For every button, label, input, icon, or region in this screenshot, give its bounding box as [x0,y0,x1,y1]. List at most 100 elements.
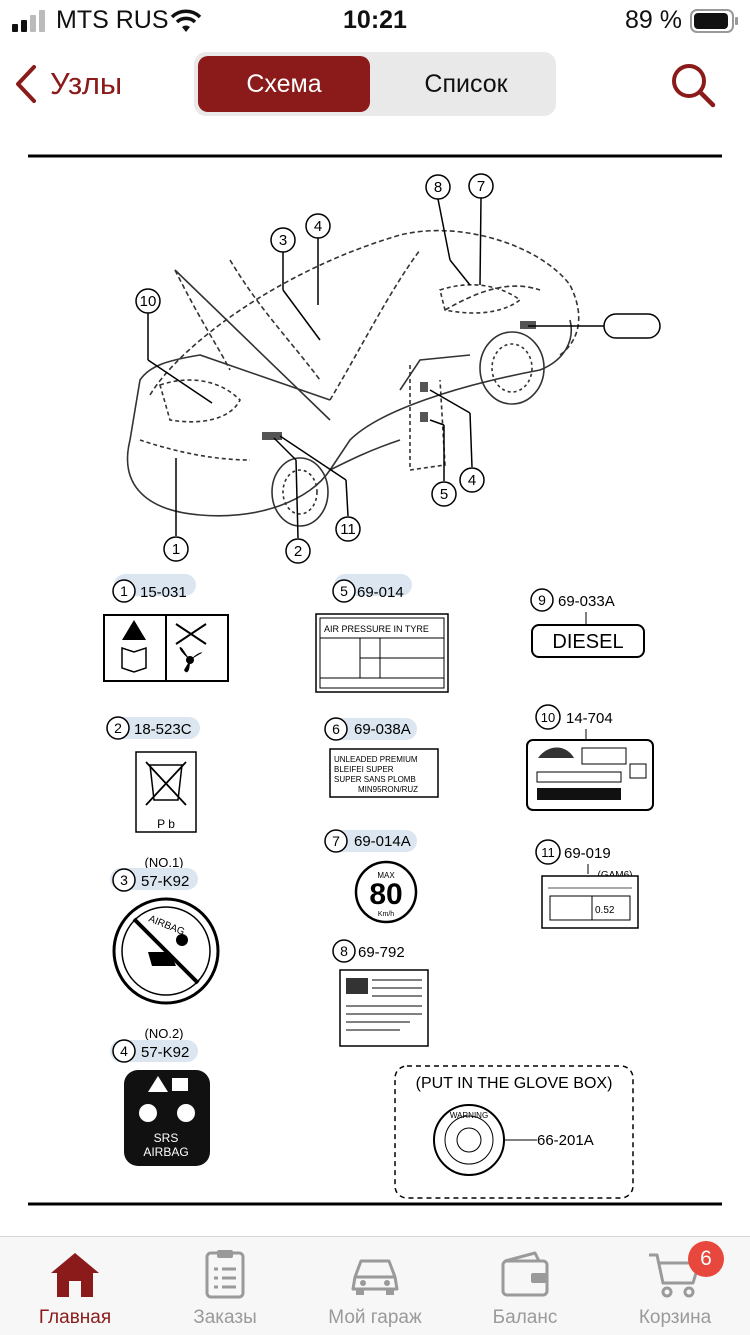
tab-home-label: Главная [38,1307,112,1328]
svg-text:3: 3 [279,232,287,249]
battery-icon [690,9,738,33]
svg-text:57-K92: 57-K92 [141,873,189,890]
tab-orders-label: Заказы [193,1307,257,1328]
svg-text:8: 8 [434,179,442,196]
callout-10: 10 [135,288,161,314]
svg-text:8: 8 [340,943,348,959]
svg-text:1: 1 [120,583,128,599]
clock: 10:21 [343,6,407,34]
svg-text:10: 10 [140,293,157,310]
svg-text:1: 1 [172,541,180,558]
svg-text:69-792: 69-792 [358,944,405,961]
svg-text:WARNING: WARNING [450,1111,488,1120]
callout-4-door: 4 [459,467,485,493]
segment-list[interactable]: Список [424,69,508,98]
tab-balance[interactable]: Баланс [450,1237,600,1335]
label-7[interactable]: 7 69-014A MAX 80 Km/h [324,829,418,924]
svg-text:4: 4 [314,218,322,235]
tab-bar: Главная Заказы Мой гараж [0,1236,750,1335]
callout-8: 8 [425,174,451,200]
callout-3: 3 [270,227,296,253]
navigation-bar: Узлы Схема Список [0,50,750,118]
label-5[interactable]: 5 69-014 AIR PRESSURE IN TYRE [315,574,449,693]
svg-text:11: 11 [541,845,555,860]
svg-text:69-033A: 69-033A [558,593,615,610]
label-2[interactable]: 2 18-523C P b [106,716,200,833]
svg-text:7: 7 [332,833,340,849]
label-1[interactable]: 1 15-031 [103,574,229,682]
callout-7: 7 [468,173,494,199]
callout-2: 2 [285,538,311,564]
back-button[interactable]: Узлы [14,62,122,106]
svg-text:(PUT IN THE GLOVE BOX): (PUT IN THE GLOVE BOX) [416,1075,613,1092]
svg-text:0.52: 0.52 [595,905,615,916]
callout-leaders [147,197,604,539]
tab-garage[interactable]: Мой гараж [300,1237,450,1335]
cart-count-badge: 6 [688,1241,724,1277]
svg-text:10: 10 [541,710,555,725]
svg-text:AIRBAG: AIRBAG [143,1145,188,1159]
labels-scheme: 10 3 4 8 7 4 5 1 2 11 1 15-031 2 18-523C… [0,140,750,1226]
tab-cart[interactable]: 6 Корзина [600,1237,750,1335]
svg-text:5: 5 [440,486,448,503]
svg-text:SUPER SANS PLOMB: SUPER SANS PLOMB [334,775,416,784]
svg-text:Km/h: Km/h [378,911,394,918]
orders-icon [205,1250,245,1299]
label-11[interactable]: 11 69-019 (GAM6) 0.52 [535,839,639,929]
svg-text:3: 3 [120,872,128,888]
segment-scheme[interactable]: Схема [198,56,370,112]
tab-cart-label: Корзина [638,1307,712,1328]
svg-text:4: 4 [468,472,476,489]
svg-text:69-014: 69-014 [357,584,404,601]
back-label: Узлы [50,66,123,101]
carrier-name: MTS RUS [56,6,169,34]
svg-text:18-523C: 18-523C [134,721,192,738]
wallet-icon [501,1251,549,1297]
svg-text:(NO.2): (NO.2) [145,1026,184,1041]
wifi-icon [170,9,202,32]
callout-numbers: 10 3 4 8 7 4 5 1 2 11 [135,173,661,564]
svg-text:P b: P b [157,817,175,831]
home-icon [51,1253,99,1297]
svg-text:69-038A: 69-038A [354,721,411,738]
callout-5-door: 5 [431,481,457,507]
callout-6-9 [603,313,661,339]
label-8[interactable]: 8 69-792 [332,939,429,1047]
tab-home[interactable]: Главная [0,1237,150,1335]
label-6[interactable]: 6 69-038A UNLEADED PREMIUM BLEIFEI SUPER… [324,717,439,798]
label-4[interactable]: (NO.2) 4 57-K92 SRS AIRBAG [110,1026,210,1166]
svg-text:69-019: 69-019 [564,845,611,862]
svg-text:6: 6 [332,721,340,737]
svg-text:BLEIFEI SUPER: BLEIFEI SUPER [334,765,394,774]
svg-text:69-014A: 69-014A [354,833,411,850]
callout-4-top: 4 [305,213,331,239]
svg-text:14-704: 14-704 [566,710,613,727]
callout-11: 11 [335,516,361,542]
status-bar: MTS RUS 10:21 89 % [0,0,750,42]
label-3[interactable]: (NO.1) 3 57-K92 AIRBAG [110,855,220,1005]
svg-text:9: 9 [538,592,546,608]
svg-text:15-031: 15-031 [140,584,187,601]
labels-diagram: 10 3 4 8 7 4 5 1 2 11 1 15-031 2 18-523C… [28,154,722,1206]
chevron-left-icon [16,65,36,103]
svg-text:UNLEADED PREMIUM: UNLEADED PREMIUM [334,755,418,764]
search-icon[interactable] [670,62,716,108]
tab-balance-label: Баланс [492,1307,558,1328]
tab-garage-label: Мой гараж [328,1307,422,1328]
svg-text:AIR PRESSURE IN TYRE: AIR PRESSURE IN TYRE [324,624,429,634]
label-9[interactable]: 9 69-033A DIESEL [530,588,645,658]
svg-text:SRS: SRS [154,1131,179,1145]
svg-text:MAX: MAX [377,871,395,880]
label-10[interactable]: 10 14-704 [526,704,654,811]
car-illustration [126,229,580,527]
svg-text:11: 11 [340,521,356,538]
svg-text:57-K92: 57-K92 [141,1044,189,1061]
tab-orders[interactable]: Заказы [150,1237,300,1335]
svg-text:2: 2 [294,543,302,560]
svg-text:MIN95RON/RUZ: MIN95RON/RUZ [358,785,418,794]
svg-text:(NO.1): (NO.1) [145,855,184,870]
glove-box-label[interactable]: (PUT IN THE GLOVE BOX) WARNING 66-201A [394,1065,634,1199]
svg-text:5: 5 [340,583,348,599]
callout-1: 1 [163,536,189,562]
svg-text:80: 80 [369,878,402,911]
